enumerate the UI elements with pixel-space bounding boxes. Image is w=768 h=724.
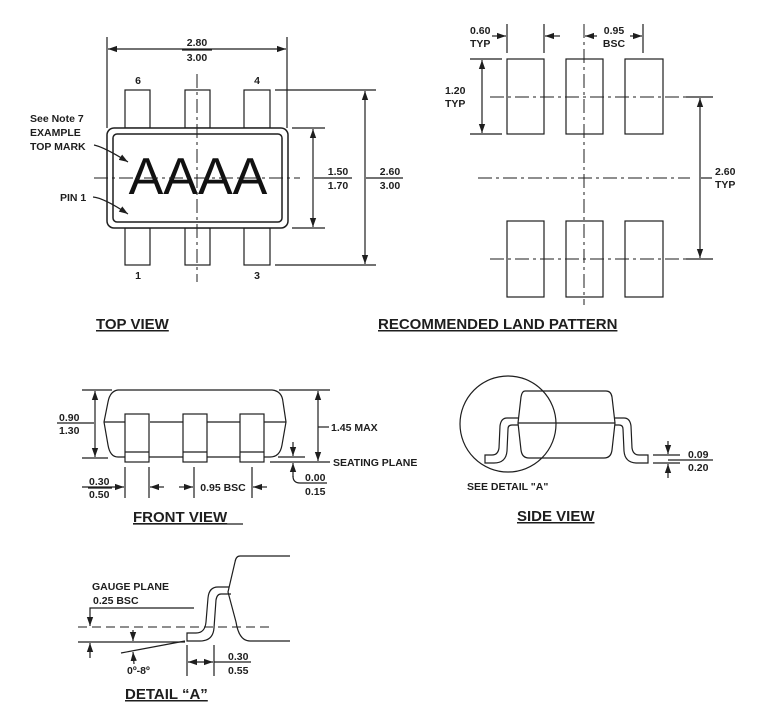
body-width-max: 1.70: [328, 180, 349, 192]
gauge-plane-leader: [86, 607, 194, 626]
standoff-leader: [292, 475, 327, 484]
note-line: EXAMPLE: [30, 127, 81, 139]
detail-a-circle: [459, 375, 557, 473]
lead-thickness-max: 0.20: [688, 462, 709, 474]
body-height-max: 1.30: [59, 425, 80, 437]
standoff-max: 0.15: [305, 486, 326, 498]
pitch-suffix: BSC: [603, 38, 626, 50]
detail-a-title: DETAIL “A”: [125, 686, 208, 703]
body-width-min: 1.50: [328, 166, 349, 178]
top-mark-text: AAAA: [129, 148, 268, 206]
side-body-outline: [517, 390, 616, 459]
row-spacing-suffix: TYP: [715, 179, 735, 191]
gauge-plane-label: GAUGE PLANE: [92, 581, 169, 593]
pin-6-label: 6: [135, 75, 141, 87]
pad-length-suffix: TYP: [445, 98, 465, 110]
front-lead: [182, 413, 208, 463]
pad-width-suffix: TYP: [470, 38, 490, 50]
top-mark-leader-arrow: [93, 144, 129, 163]
front-pitch-label: 0.95 BSC: [200, 482, 246, 494]
pin-1: [124, 227, 151, 266]
pin-1-label: 1: [135, 270, 141, 282]
lead-width-max: 0.50: [89, 489, 110, 501]
detail-body-edge: [227, 555, 290, 642]
row-spacing-value: 2.60: [715, 166, 736, 178]
angle-label: 0º-8º: [127, 665, 150, 677]
total-width-max: 3.00: [380, 180, 401, 192]
pad-length-value: 1.20: [445, 85, 466, 97]
total-width-min: 2.60: [380, 166, 401, 178]
width-dim-max: 3.00: [187, 52, 208, 64]
side-view: SEE DETAIL "A" 0.09 0.20 SIDE VIEW: [459, 375, 713, 525]
angle-arrow: [130, 651, 137, 665]
pitch-value: 0.95: [604, 25, 625, 37]
front-lead: [124, 413, 150, 463]
pin-4: [243, 89, 271, 129]
max-height-label: 1.45 MAX: [331, 422, 378, 434]
pin-4-label: 4: [254, 75, 260, 87]
pin-6: [124, 89, 151, 129]
pin-3-label: 3: [254, 270, 260, 282]
angle-line: [120, 640, 186, 654]
see-detail-callout: SEE DETAIL "A": [467, 481, 548, 493]
front-body-outline: [103, 389, 287, 458]
pin1-leader-arrow: [92, 196, 129, 215]
seating-plane-label: SEATING PLANE: [333, 457, 417, 469]
land-pattern-title: RECOMMENDED LAND PATTERN: [378, 316, 617, 333]
foot-length-max: 0.55: [228, 665, 249, 677]
lead-thickness-min: 0.09: [688, 449, 709, 461]
front-view-title: FRONT VIEW: [133, 509, 228, 526]
land-pattern: 0.60 TYP 0.95 BSC 1.20 TYP 2.60 TYP RECO…: [378, 24, 736, 333]
side-view-title: SIDE VIEW: [517, 508, 595, 525]
pin1-note: PIN 1: [60, 192, 86, 204]
lead-width-min: 0.30: [89, 476, 110, 488]
front-lead: [239, 413, 265, 463]
detail-lead: [186, 586, 231, 642]
standoff-min: 0.00: [305, 472, 326, 484]
body-height-min: 0.90: [59, 412, 80, 424]
note-line: TOP MARK: [30, 141, 86, 153]
top-view: 2.80 3.00 6 4 1 3 AAAA See Note 7 EXAMPL…: [30, 37, 403, 333]
width-dim-min: 2.80: [187, 37, 208, 49]
detail-a: GAUGE PLANE 0.25 BSC 0º-8º 0.30 0.55 DET…: [78, 555, 290, 703]
gauge-value-label: 0.25 BSC: [93, 595, 139, 607]
pad-width-value: 0.60: [470, 25, 491, 37]
side-lead-right: [615, 417, 649, 464]
foot-length-min: 0.30: [228, 651, 249, 663]
side-lead-left: [484, 417, 518, 464]
front-view: 0.90 1.30 1.45 MAX SEATING PLANE 0.00 0.…: [57, 389, 417, 526]
top-view-title: TOP VIEW: [96, 316, 170, 333]
pin-3: [243, 227, 271, 266]
note-line: See Note 7: [30, 113, 84, 125]
